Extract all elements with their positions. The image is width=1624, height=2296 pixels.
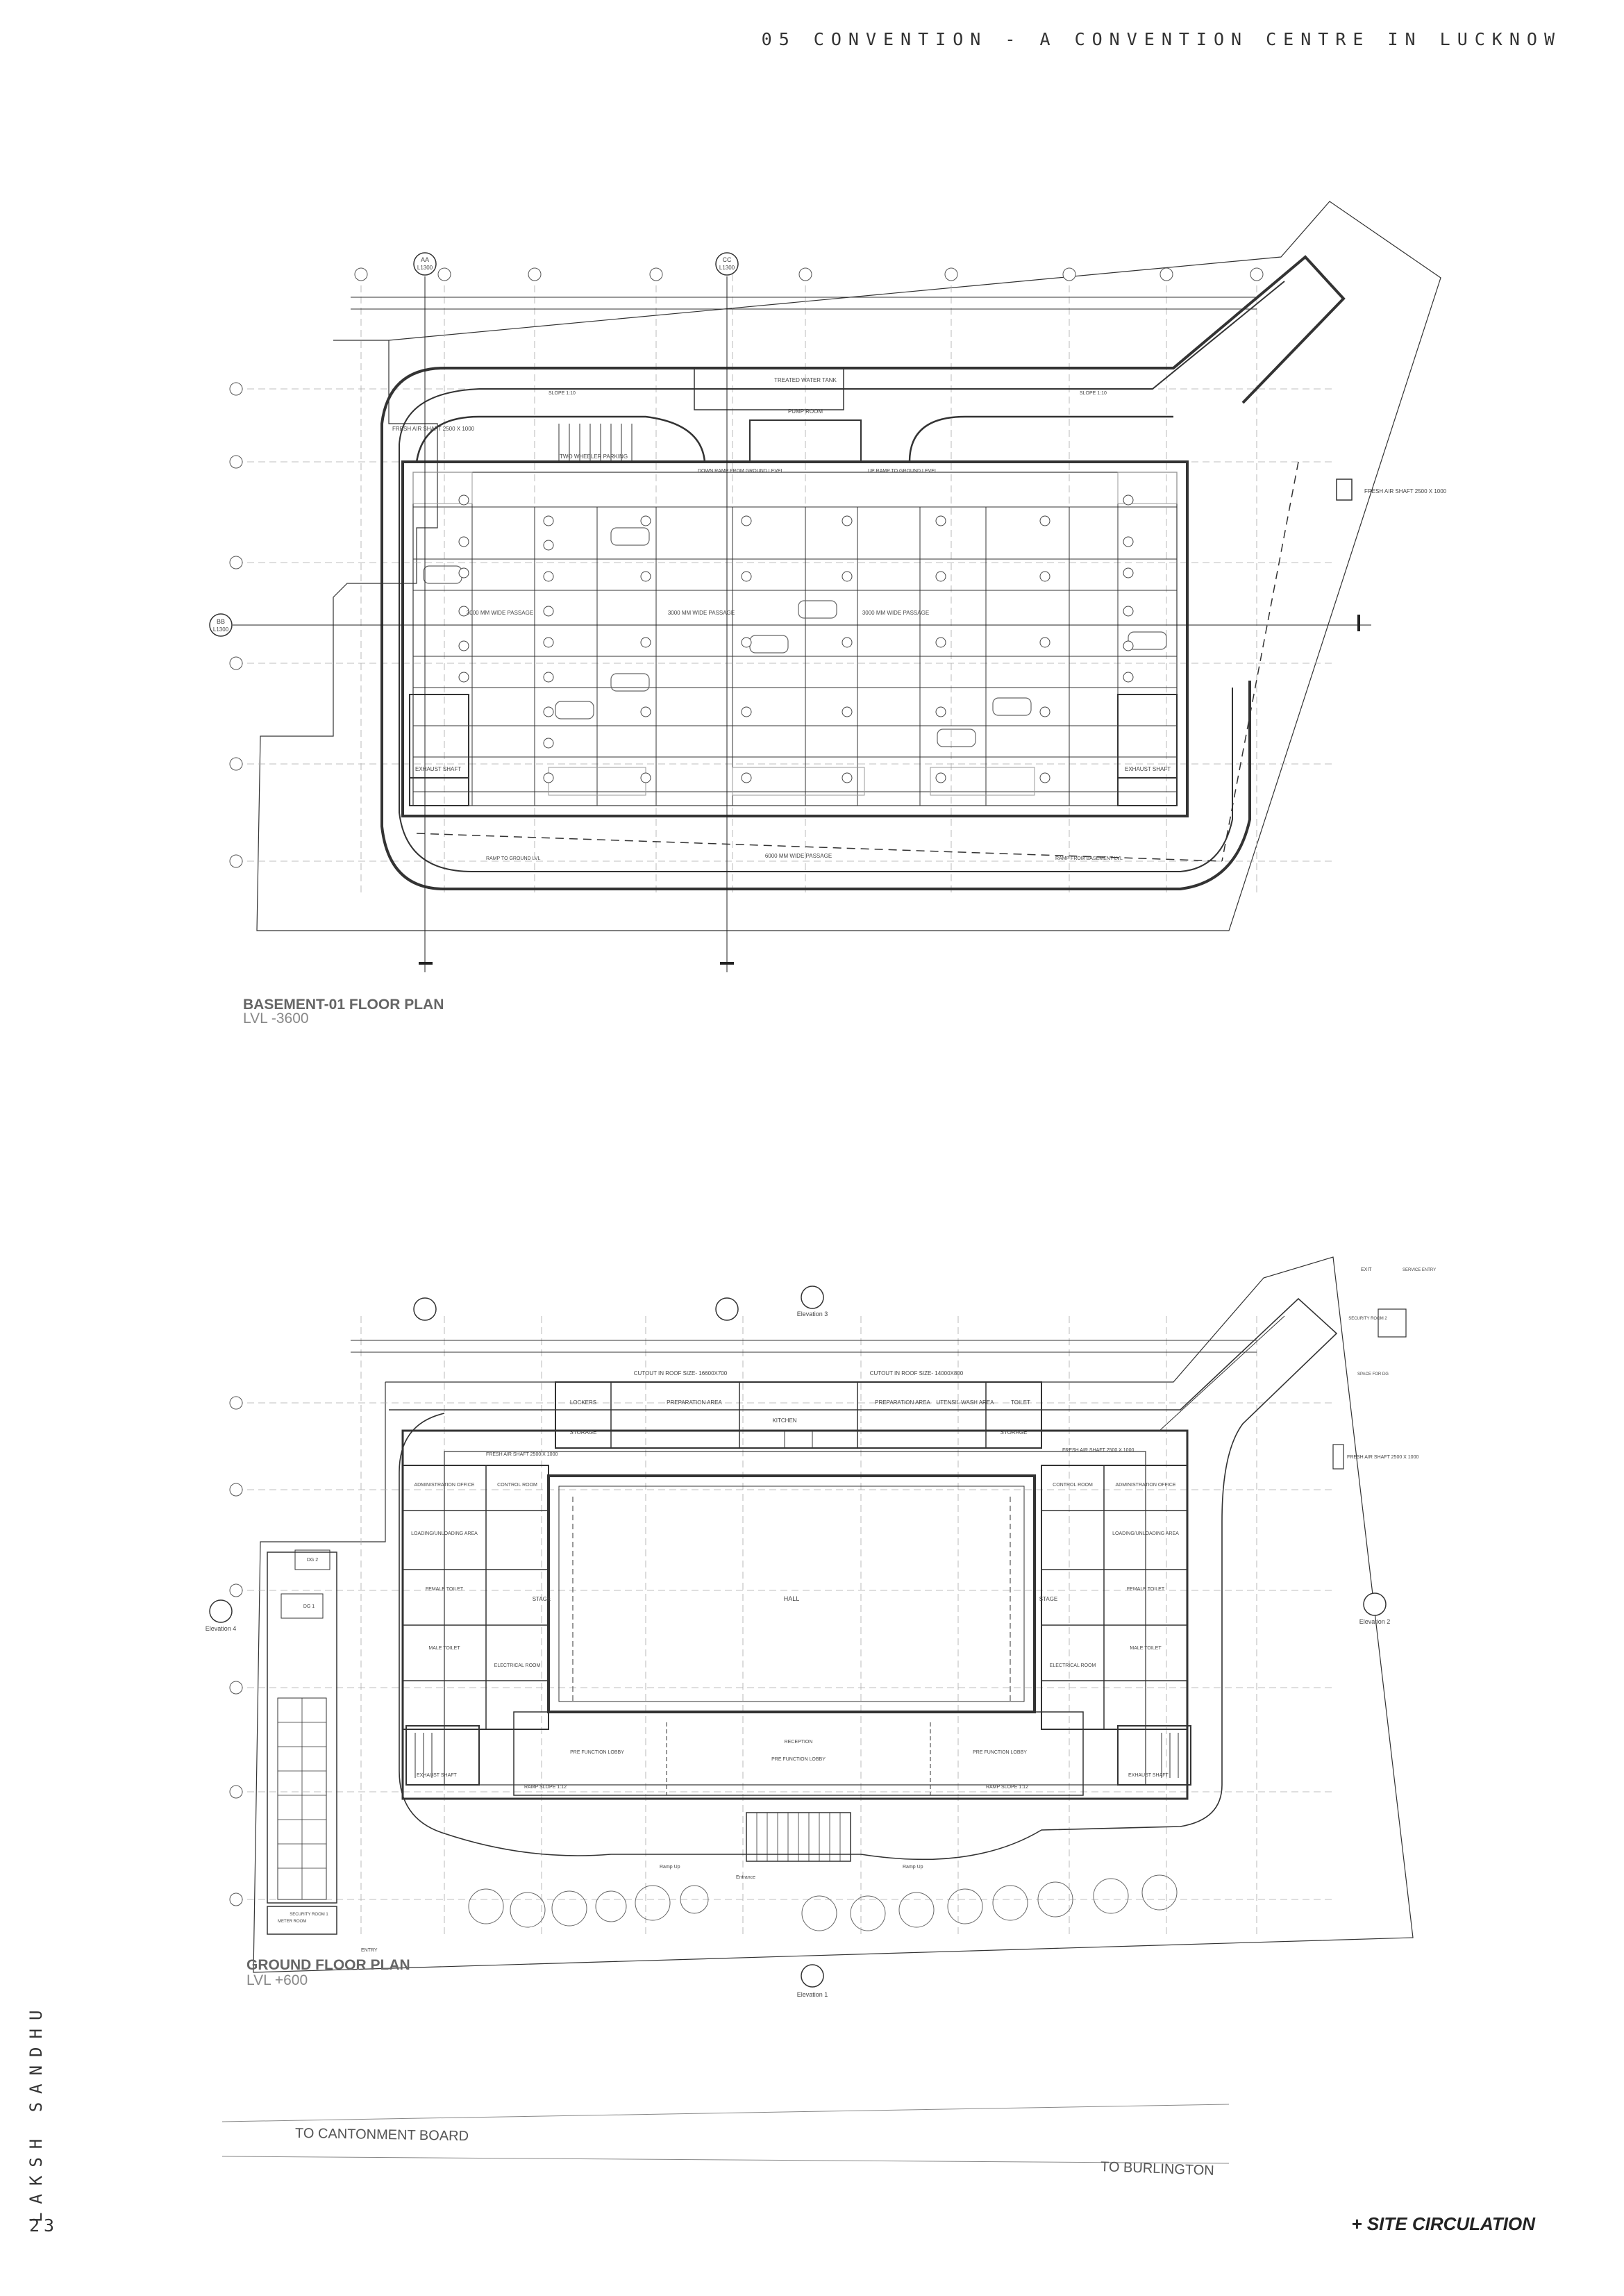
- section-cc-label: CC: [723, 256, 732, 263]
- fresh-air-left-label: FRESH AIR SHAFT 2500 X 1000: [392, 426, 475, 432]
- fresh-air-2-label: FRESH AIR SHAFT 2500 X 1000: [1062, 1448, 1134, 1453]
- ramp-from-basement-label: RAMP FROM BASEMENT LVL: [1055, 856, 1123, 861]
- entry-label: ENTRY: [361, 1948, 378, 1953]
- fresh-air-1-label: FRESH AIR SHAFT 2500 X 1000: [486, 1452, 558, 1457]
- site-roads: [221, 2104, 1230, 2164]
- basement-floor-plan: AA L1300 CC L1300 BB L1300 3000 MM WIDE …: [0, 194, 1624, 1026]
- ground-plan-level: LVL +600: [246, 1972, 308, 1988]
- slope-left-label: SLOPE 1:10: [549, 391, 576, 396]
- dg1-label: DG 1: [303, 1604, 315, 1609]
- section-bb-sheet: L1300: [213, 626, 229, 633]
- storage-left-label: STORAGE: [570, 1429, 597, 1436]
- electrical-right-label: ELECTRICAL ROOM: [1050, 1663, 1096, 1668]
- sheet-header: 05 CONVENTION - A CONVENTION CENTRE IN L…: [761, 29, 1562, 49]
- ramp-to-ground-label: RAMP TO GROUND LVL: [486, 856, 541, 861]
- prep-right-label: PREPARATION AREA: [875, 1399, 930, 1406]
- male-right-label: MALE TOILET: [1130, 1646, 1162, 1651]
- prefunction-mid-label: PRE FUNCTION LOBBY: [771, 1757, 826, 1762]
- fresh-air-3-label: FRESH AIR SHAFT 2500 X 1000: [1347, 1455, 1418, 1460]
- page-number: 23: [29, 2215, 59, 2236]
- female-left-label: FEMALE TOILET: [426, 1587, 464, 1592]
- loading-right-label: LOADING/UNLOADING AREA: [1112, 1531, 1179, 1536]
- site-circulation-note: + SITE CIRCULATION: [1351, 2213, 1535, 2234]
- prefunction-left-label: PRE FUNCTION LOBBY: [570, 1750, 624, 1755]
- passage-mid-label: 3000 MM WIDE PASSAGE: [668, 610, 735, 616]
- admin-right-label: ADMINISTRATION OFFICE: [1116, 1483, 1176, 1488]
- cutout-left-label: CUTOUT IN ROOF SIZE- 16600X700: [634, 1370, 728, 1376]
- passage-bottom-label: 6000 MM WIDE PASSAGE: [765, 853, 832, 859]
- section-cc-sheet: L1300: [719, 265, 735, 271]
- female-right-label: FEMALE TOILET: [1127, 1587, 1165, 1592]
- electrical-left-label: ELECTRICAL ROOM: [494, 1663, 541, 1668]
- admin-left-label: ADMINISTRATION OFFICE: [415, 1483, 475, 1488]
- reception-label: RECEPTION: [785, 1740, 813, 1745]
- ramp-up-label: UP RAMP TO GROUND LEVEL: [868, 469, 937, 474]
- ramp-down-label: DOWN RAMP FROM GROUND LEVEL: [698, 469, 784, 474]
- two-wheeler-label: TWO WHEELER PARKING: [560, 454, 628, 460]
- ground-floor-plan: KITCHEN PREPARATION AREA PREPARATION ARE…: [0, 1243, 1624, 2021]
- ramp-left-label: RAMP SLOPE 1:12: [524, 1785, 567, 1790]
- basement-drawing: AA L1300 CC L1300 BB L1300 3000 MM WIDE …: [209, 201, 1447, 972]
- fresh-air-right-label: FRESH AIR SHAFT 2500 X 1000: [1364, 488, 1447, 494]
- author-name: LAKSH SANDHU: [26, 2002, 46, 2222]
- section-aa-label: AA: [421, 256, 429, 263]
- road-cantonment-label: TO CANTONMENT BOARD: [294, 2125, 469, 2145]
- utensil-wash-label: UTENSIL WASH AREA: [937, 1399, 995, 1406]
- cutout-right-label: CUTOUT IN ROOF SIZE- 14000X800: [870, 1370, 964, 1376]
- hall-label: HALL: [784, 1595, 800, 1602]
- ramp-up-left-label: Ramp Up: [660, 1865, 680, 1870]
- section-bb-label: BB: [217, 618, 225, 625]
- elevation-2-label: Elevation 2: [1359, 1618, 1391, 1625]
- exhaust-left-label: EXHAUST SHAFT: [415, 766, 461, 772]
- security-right-label: SECURITY ROOM 2: [1348, 1317, 1387, 1321]
- ramp-up-right-label: Ramp Up: [903, 1865, 923, 1870]
- prep-left-label: PREPARATION AREA: [667, 1399, 722, 1406]
- exhaust-right-label: EXHAUST SHAFT: [1125, 766, 1171, 772]
- lockers-label: LOCKERS: [570, 1399, 596, 1406]
- space-dg-label: SPACE FOR DG: [1357, 1372, 1389, 1376]
- elevation-3-label: Elevation 3: [797, 1311, 828, 1317]
- section-aa-sheet: L1300: [417, 265, 433, 271]
- slope-right-label: SLOPE 1:10: [1080, 391, 1107, 396]
- treated-water-label: TREATED WATER TANK: [774, 377, 837, 383]
- ground-plan-title: GROUND FLOOR PLAN: [246, 1957, 410, 1973]
- elevation-4-label: Elevation 4: [206, 1625, 237, 1632]
- passage-right-label: 3000 MM WIDE PASSAGE: [862, 610, 929, 616]
- loading-left-label: LOADING/UNLOADING AREA: [411, 1531, 478, 1536]
- dg2-label: DG 2: [307, 1558, 318, 1563]
- control-left-label: CONTROL ROOM: [497, 1483, 537, 1488]
- toilet-label: TOILET: [1011, 1399, 1030, 1406]
- kitchen-label: KITCHEN: [772, 1417, 796, 1424]
- basement-plan-title: BASEMENT-01 FLOOR PLAN: [243, 997, 444, 1013]
- meter-room-label: METER ROOM: [278, 1920, 306, 1924]
- basement-plan-level: LVL -3600: [243, 1010, 309, 1026]
- exit-label: EXIT: [1361, 1267, 1372, 1272]
- exhaust-right-label: EXHAUST SHAFT: [1128, 1773, 1169, 1778]
- road-burlington-label: TO BURLINGTON: [1100, 2159, 1215, 2179]
- male-left-label: MALE TOILET: [428, 1646, 460, 1651]
- pump-room-label: PUMP ROOM: [788, 408, 823, 415]
- stage-right-label: STAGE: [1039, 1596, 1058, 1602]
- entrance-label: Entrance: [736, 1875, 755, 1880]
- passage-left-label: 3000 MM WIDE PASSAGE: [467, 610, 533, 616]
- elevation-1-label: Elevation 1: [797, 1991, 828, 1998]
- ramp-right-label: RAMP SLOPE 1:12: [986, 1785, 1028, 1790]
- prefunction-right-label: PRE FUNCTION LOBBY: [973, 1750, 1027, 1755]
- exhaust-left-label: EXHAUST SHAFT: [417, 1773, 458, 1778]
- ground-floor-drawing: KITCHEN PREPARATION AREA PREPARATION ARE…: [206, 1256, 1436, 1998]
- stage-left-label: STAGE: [533, 1596, 551, 1602]
- control-right-label: CONTROL ROOM: [1053, 1483, 1093, 1488]
- storage-right-label: STORAGE: [1001, 1429, 1028, 1436]
- security-left-label: SECURITY ROOM 1: [290, 1913, 328, 1917]
- service-entry-label: SERVICE ENTRY: [1403, 1268, 1436, 1272]
